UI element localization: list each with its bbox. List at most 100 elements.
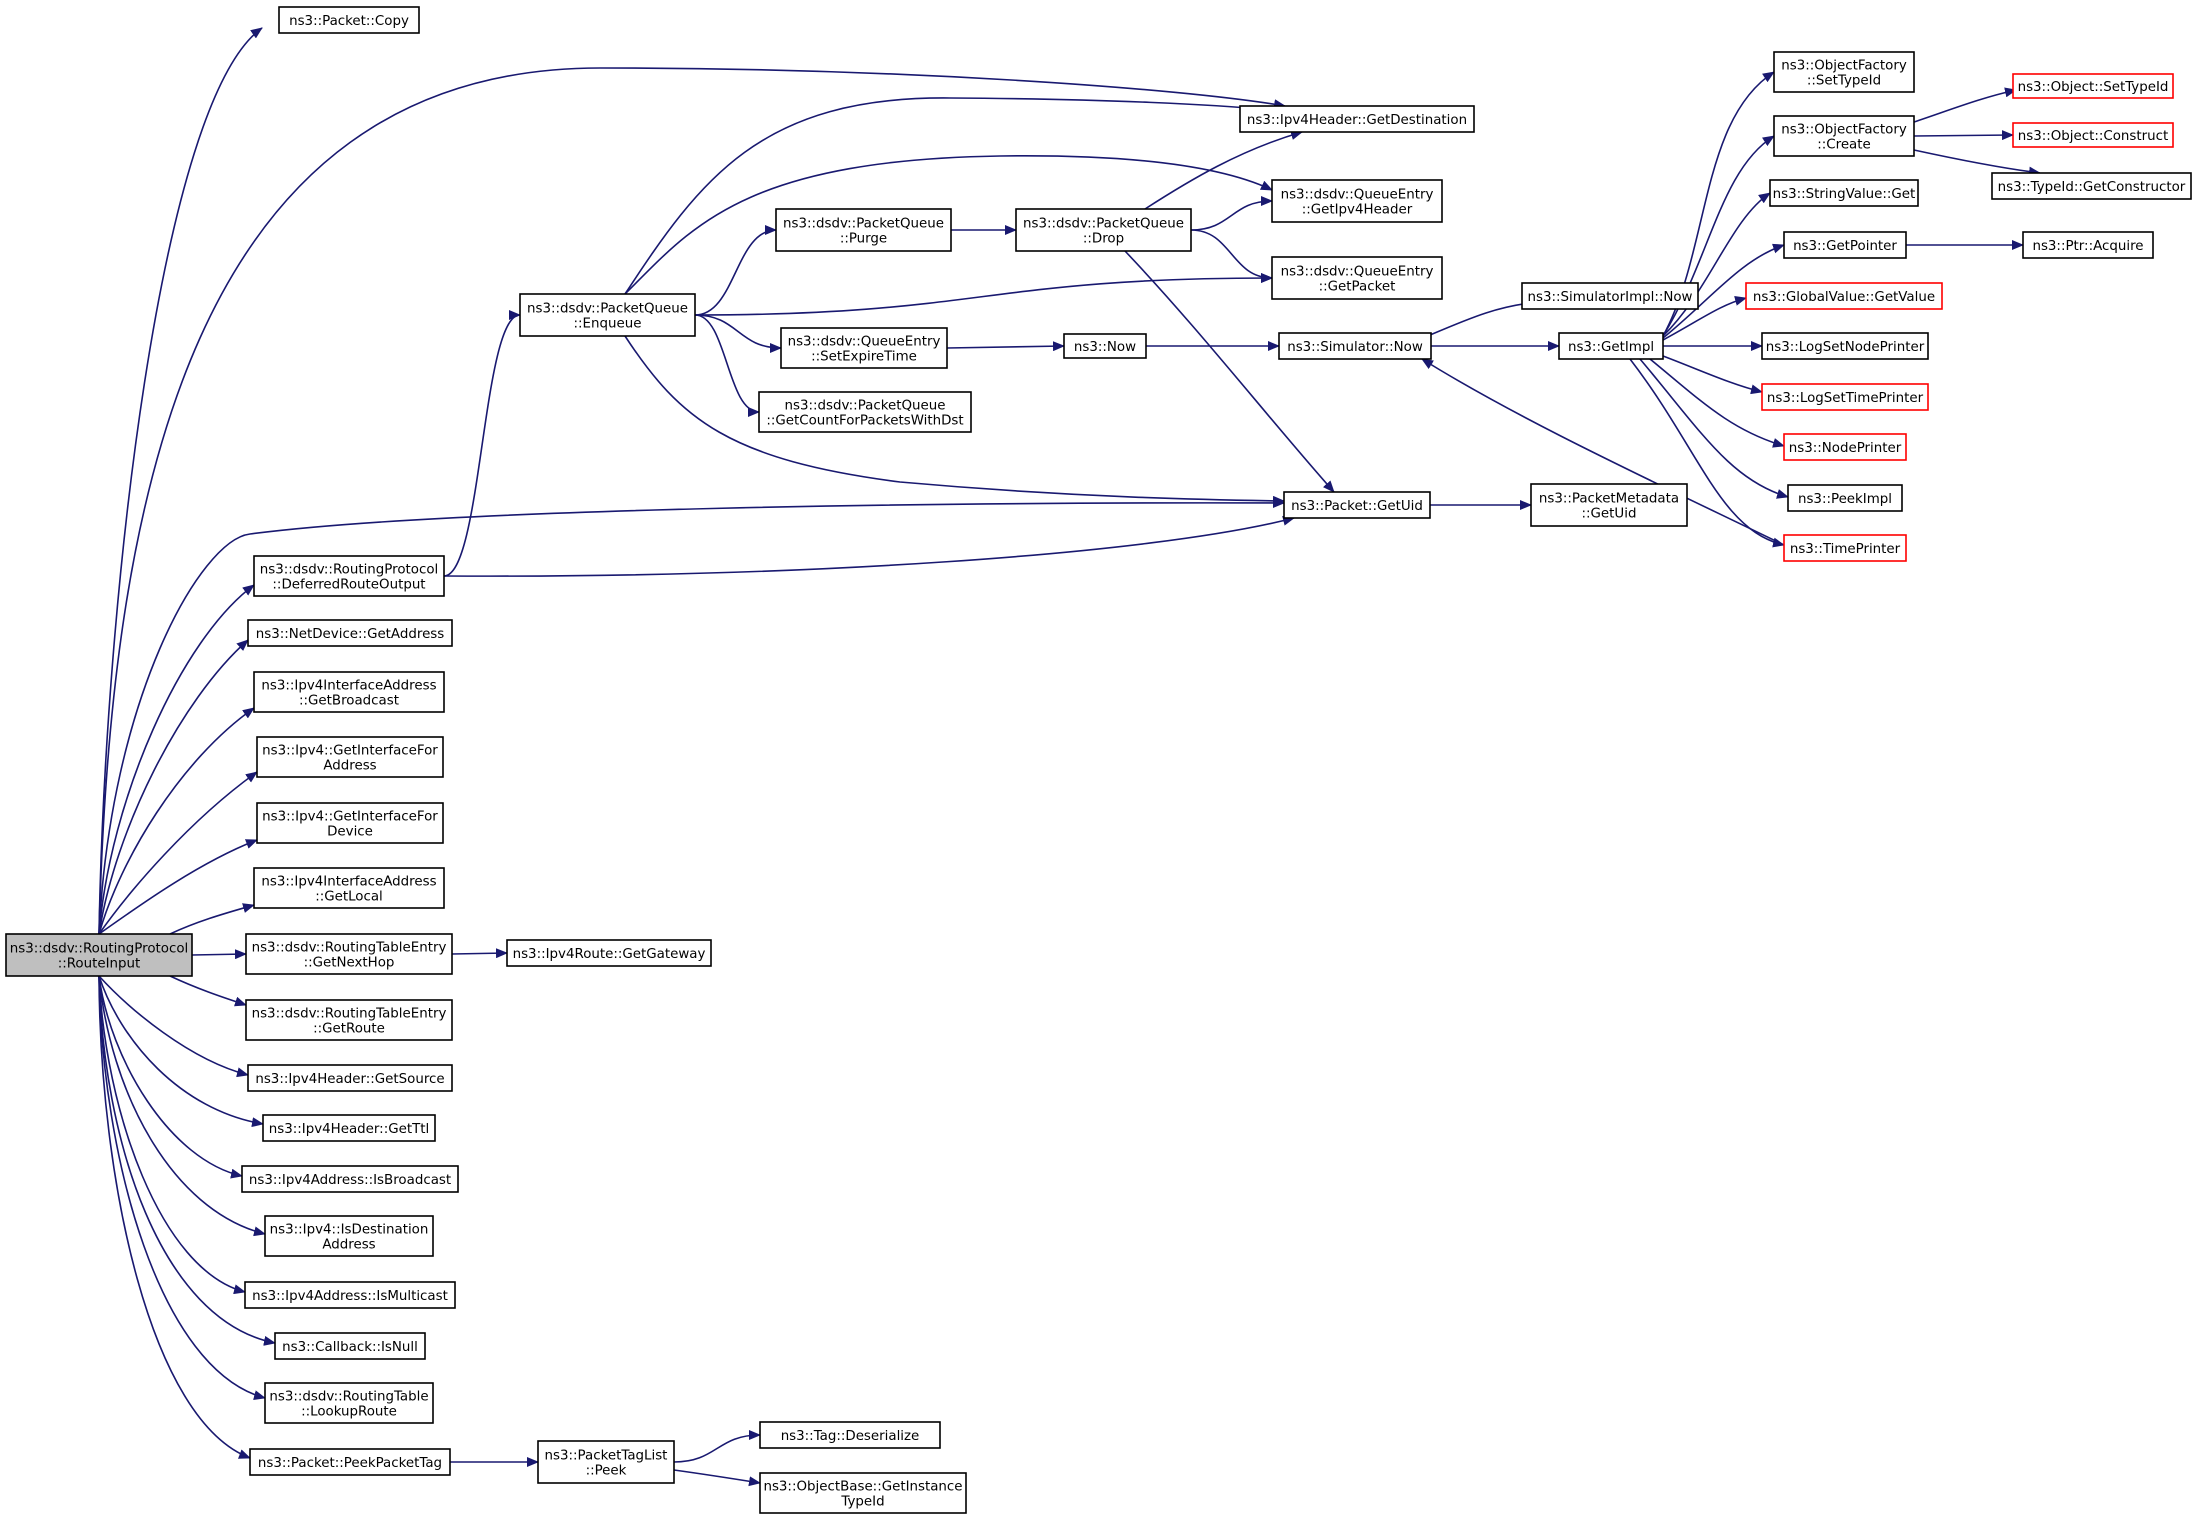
edge-route-input-to-is-broadcast xyxy=(98,975,243,1179)
node-label: ns3::Packet::PeekPacketTag xyxy=(258,1456,442,1471)
node-packet-get-uid[interactable]: ns3::Packet::GetUid xyxy=(1283,491,1431,519)
edge-deferred-route-output-to-enqueue xyxy=(443,310,521,577)
node-label: ::GetLocal xyxy=(315,890,383,905)
node-simulator-now[interactable]: ns3::Simulator::Now xyxy=(1278,332,1432,360)
node-lookup-route[interactable]: ns3::dsdv::RoutingTable::LookupRoute xyxy=(264,1382,434,1424)
edge-route-input-to-is-destination-address xyxy=(98,975,266,1237)
edge-route-input-to-get-source xyxy=(98,975,249,1078)
node-get-gateway[interactable]: ns3::Ipv4Route::GetGateway xyxy=(506,939,712,967)
edge-ofcreate-to-obj-construct xyxy=(1913,130,2014,141)
node-label: Device xyxy=(327,825,373,840)
node-box xyxy=(1991,172,2192,200)
node-get-destination[interactable]: ns3::Ipv4Header::GetDestination xyxy=(1239,105,1475,133)
edge-route-input-to-get-next-hop xyxy=(191,949,247,960)
node-box xyxy=(245,999,453,1041)
node-get-packet[interactable]: ns3::dsdv::QueueEntry::GetPacket xyxy=(1271,256,1443,300)
edge-get-impl-to-time-printer xyxy=(1629,358,1785,548)
node-time-printer[interactable]: ns3::TimePrinter xyxy=(1783,534,1907,562)
node-box xyxy=(1271,179,1443,223)
node-get-next-hop[interactable]: ns3::dsdv::RoutingTableEntry::GetNextHop xyxy=(245,933,453,975)
edge-set-expire-time-to-now xyxy=(946,341,1065,352)
edge-route-input-to-get-route xyxy=(169,975,247,1007)
node-log-set-time-printer[interactable]: ns3::LogSetTimePrinter xyxy=(1761,383,1929,411)
node-label: ns3::Ipv4InterfaceAddress xyxy=(261,679,436,694)
node-label: ns3::ObjectBase::GetInstance xyxy=(763,1480,962,1495)
node-peek-packet-tag[interactable]: ns3::Packet::PeekPacketTag xyxy=(249,1448,451,1476)
edge-enqueue-to-set-expire-time xyxy=(694,314,782,353)
node-tag-deserialize[interactable]: ns3::Tag::Deserialize xyxy=(759,1421,941,1449)
node-set-expire-time[interactable]: ns3::dsdv::QueueEntry::SetExpireTime xyxy=(780,327,948,369)
node-deferred-route-output[interactable]: ns3::dsdv::RoutingProtocol::DeferredRout… xyxy=(253,555,445,597)
node-purge[interactable]: ns3::dsdv::PacketQueue::Purge xyxy=(775,208,952,252)
node-label: ns3::PeekImpl xyxy=(1798,492,1892,507)
edge-route-input-to-get-destination xyxy=(98,67,1286,935)
node-label: ns3::Object::SetTypeId xyxy=(2018,80,2169,95)
node-label: Address xyxy=(323,759,376,774)
node-get-impl[interactable]: ns3::GetImpl xyxy=(1558,332,1664,360)
node-label: ns3::Ipv4Header::GetTtl xyxy=(269,1122,429,1137)
node-is-broadcast[interactable]: ns3::Ipv4Address::IsBroadcast xyxy=(241,1165,459,1193)
node-obj-construct[interactable]: ns3::Object::Construct xyxy=(2012,122,2174,148)
node-get-constructor[interactable]: ns3::TypeId::GetConstructor xyxy=(1991,172,2192,200)
node-label: ns3::dsdv::QueueEntry xyxy=(1281,188,1434,203)
node-is-multicast[interactable]: ns3::Ipv4Address::IsMulticast xyxy=(244,1281,456,1309)
node-get-pointer[interactable]: ns3::GetPointer xyxy=(1783,231,1907,259)
node-ofcreate[interactable]: ns3::ObjectFactory::Create xyxy=(1773,115,1915,157)
node-get-broadcast[interactable]: ns3::Ipv4InterfaceAddress::GetBroadcast xyxy=(253,671,445,713)
node-is-null[interactable]: ns3::Callback::IsNull xyxy=(274,1332,426,1360)
edge-route-input-to-packet-get-uid xyxy=(98,497,1285,935)
node-label: ns3::ObjectFactory xyxy=(1781,123,1907,138)
node-box xyxy=(1558,332,1664,360)
node-now[interactable]: ns3::Now xyxy=(1063,333,1147,359)
node-packet-metadata-get-uid[interactable]: ns3::PacketMetadata::GetUid xyxy=(1530,483,1688,527)
node-box xyxy=(2012,122,2174,148)
node-peek-impl[interactable]: ns3::PeekImpl xyxy=(1787,484,1903,512)
node-packet-copy[interactable]: ns3::Packet::Copy xyxy=(278,6,420,34)
node-ofset-type-id[interactable]: ns3::ObjectFactory::SetTypeId xyxy=(1773,51,1915,93)
node-simulator-impl-now[interactable]: ns3::SimulatorImpl::Now xyxy=(1521,282,1699,310)
node-route-input[interactable]: ns3::dsdv::RoutingProtocol::RouteInput xyxy=(5,933,193,977)
node-label: ::DeferredRouteOutput xyxy=(272,578,425,593)
node-string-value-get[interactable]: ns3::StringValue::Get xyxy=(1769,179,1919,207)
node-net-device-get-address[interactable]: ns3::NetDevice::GetAddress xyxy=(247,619,453,647)
edge-route-input-to-peek-packet-tag xyxy=(98,975,251,1459)
node-get-source[interactable]: ns3::Ipv4Header::GetSource xyxy=(247,1064,453,1092)
node-node-printer[interactable]: ns3::NodePrinter xyxy=(1783,433,1907,461)
node-box xyxy=(2022,231,2154,259)
edge-route-input-to-net-device-get-address xyxy=(98,639,249,935)
node-get-route[interactable]: ns3::dsdv::RoutingTableEntry::GetRoute xyxy=(245,999,453,1041)
node-enqueue[interactable]: ns3::dsdv::PacketQueue::Enqueue xyxy=(519,293,696,337)
edge-route-input-to-get-broadcast xyxy=(98,707,255,935)
node-ptr-acquire[interactable]: ns3::Ptr::Acquire xyxy=(2022,231,2154,259)
node-box xyxy=(278,6,420,34)
node-global-value-get-value[interactable]: ns3::GlobalValue::GetValue xyxy=(1745,282,1943,310)
node-label: ns3::dsdv::PacketQueue xyxy=(785,399,946,414)
edge-get-impl-to-get-pointer xyxy=(1662,243,1785,339)
node-get-local[interactable]: ns3::Ipv4InterfaceAddress::GetLocal xyxy=(253,867,445,909)
node-get-count-for-packets-with-dst[interactable]: ns3::dsdv::PacketQueue::GetCountForPacke… xyxy=(758,391,972,433)
node-label: ns3::Callback::IsNull xyxy=(282,1340,418,1355)
node-label: ns3::GlobalValue::GetValue xyxy=(1753,290,1935,305)
node-box xyxy=(5,933,193,977)
node-packet-tag-list-peek[interactable]: ns3::PacketTagList::Peek xyxy=(537,1440,675,1484)
node-box xyxy=(775,208,952,252)
node-label: ns3::SimulatorImpl::Now xyxy=(1527,290,1692,305)
node-label: ns3::Ipv4Address::IsBroadcast xyxy=(249,1173,451,1188)
edges-layer xyxy=(98,27,2041,1487)
node-get-ttl[interactable]: ns3::Ipv4Header::GetTtl xyxy=(262,1114,436,1142)
node-box xyxy=(1787,484,1903,512)
node-box xyxy=(537,1440,675,1484)
node-get-ipv4-header[interactable]: ns3::dsdv::QueueEntry::GetIpv4Header xyxy=(1271,179,1443,223)
node-label: ns3::StringValue::Get xyxy=(1773,187,1916,202)
node-log-set-node-printer[interactable]: ns3::LogSetNodePrinter xyxy=(1761,332,1929,360)
node-box xyxy=(247,619,453,647)
node-label: ns3::NodePrinter xyxy=(1789,441,1902,456)
node-box xyxy=(1783,534,1907,562)
node-drop[interactable]: ns3::dsdv::PacketQueue::Drop xyxy=(1015,208,1192,252)
node-obj-set-type-id[interactable]: ns3::Object::SetTypeId xyxy=(2012,73,2174,99)
edge-route-input-to-packet-copy xyxy=(98,27,263,935)
